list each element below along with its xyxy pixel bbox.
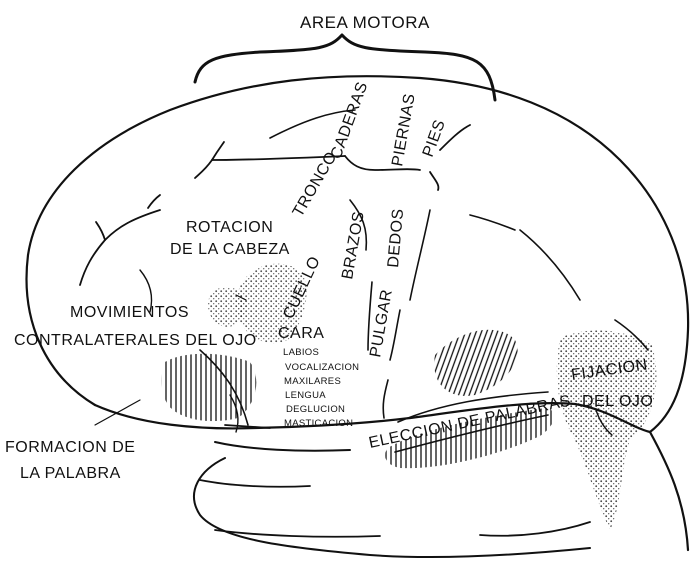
- label-deglucion: DEGLUCION: [286, 404, 345, 415]
- label-rotacion-1: ROTACION: [186, 219, 273, 236]
- label-rotacion-2: DE LA CABEZA: [170, 241, 290, 258]
- label-tronco: TRONCO: [290, 149, 341, 220]
- label-dedos: DEDOS: [385, 208, 407, 269]
- label-fijacion-2: DEL OJO: [582, 393, 653, 410]
- label-piernas: PIERNAS: [389, 92, 419, 168]
- label-formacion-2: LA PALABRA: [20, 465, 121, 482]
- label-labios: LABIOS: [283, 347, 319, 358]
- label-maxilares: MAXILARES: [284, 376, 341, 387]
- label-vocalizacion: VOCALIZACION: [285, 362, 359, 373]
- label-masticacion: MASTICACION: [284, 418, 353, 429]
- label-brazos: BRAZOS: [339, 210, 368, 281]
- label-caderas: CADERAS: [328, 80, 372, 162]
- label-pies: PIES: [420, 117, 449, 159]
- label-movimientos-1: MOVIMIENTOS: [70, 304, 189, 321]
- labels: AREA MOTORA CADERAS PIERNAS PIES TRONCO …: [5, 13, 653, 482]
- label-cara: CARA: [278, 325, 324, 342]
- speech-formation-hatched-area: [162, 354, 257, 421]
- label-area-motora: AREA MOTORA: [300, 13, 430, 32]
- label-formacion-1: FORMACION DE: [5, 439, 135, 456]
- label-lengua: LENGUA: [285, 390, 326, 401]
- label-movimientos-2: CONTRALATERALES DEL OJO: [14, 332, 257, 349]
- label-pulgar: PULGAR: [367, 288, 396, 359]
- word-choice-upper-hatched-area: [434, 330, 517, 396]
